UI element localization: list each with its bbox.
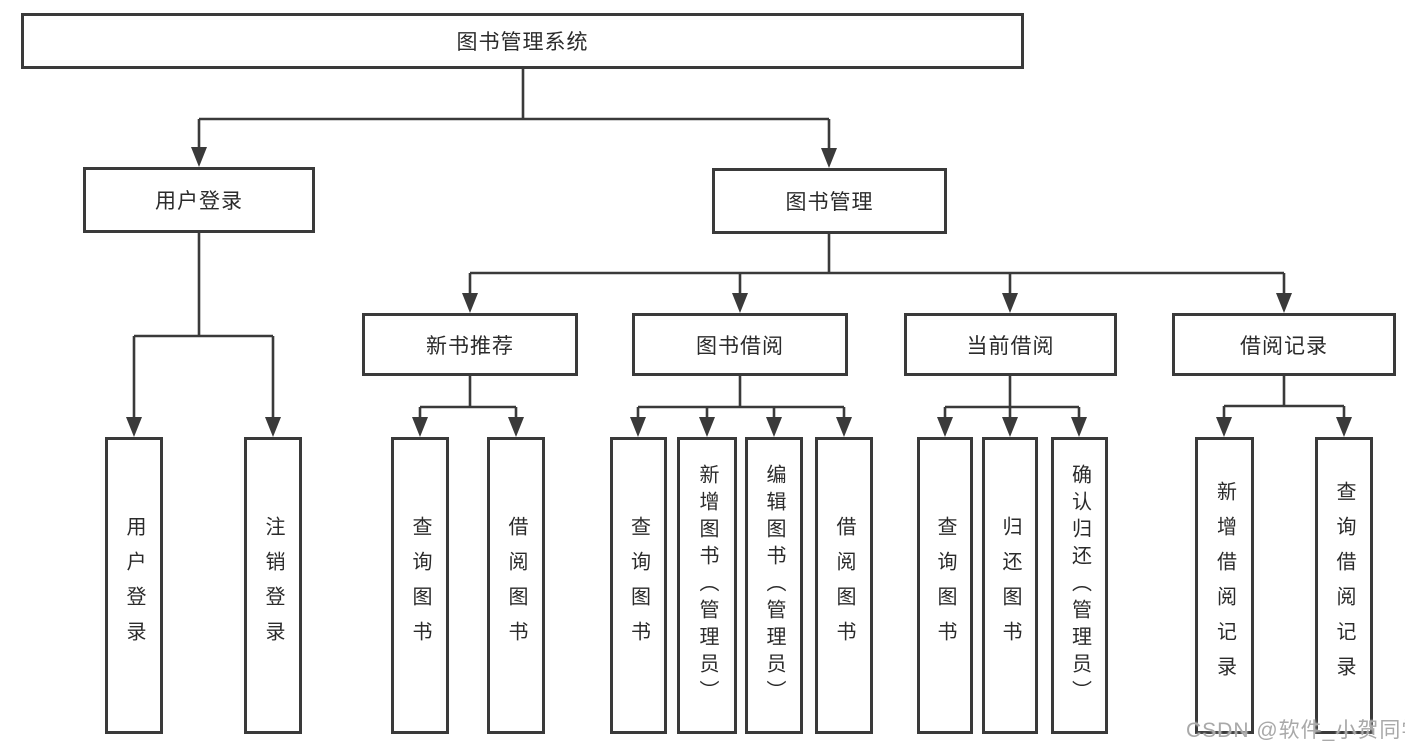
node-book-borrow: 图书借阅	[632, 313, 848, 376]
leaf-nb-borrow-books: 借阅图书	[487, 437, 545, 734]
leaf-bb-edit-books-admin: 编辑图书（管理员）	[745, 437, 803, 734]
node-library-management-system: 图书管理系统	[21, 13, 1024, 69]
watermark: CSDN @软件_小贺同学	[1186, 719, 1405, 742]
leaf-cb-return-books: 归还图书	[982, 437, 1038, 734]
leaf-cb-query-books: 查询图书	[917, 437, 973, 734]
leaf-br-query-record: 查询借阅记录	[1315, 437, 1373, 734]
node-borrow-records: 借阅记录	[1172, 313, 1396, 376]
node-book-management: 图书管理	[712, 168, 947, 234]
leaf-logout: 注销登录	[244, 437, 302, 734]
leaf-cb-confirm-return-admin: 确认归还（管理员）	[1051, 437, 1108, 734]
leaf-bb-borrow-books: 借阅图书	[815, 437, 873, 734]
leaf-bb-query-books: 查询图书	[610, 437, 667, 734]
leaf-bb-add-books-admin: 新增图书（管理员）	[677, 437, 737, 734]
node-current-borrow: 当前借阅	[904, 313, 1117, 376]
leaf-user-login: 用户登录	[105, 437, 163, 734]
node-user-login: 用户登录	[83, 167, 315, 233]
leaf-br-add-record: 新增借阅记录	[1195, 437, 1254, 734]
leaf-nb-query-books: 查询图书	[391, 437, 449, 734]
node-new-book-recommend: 新书推荐	[362, 313, 578, 376]
